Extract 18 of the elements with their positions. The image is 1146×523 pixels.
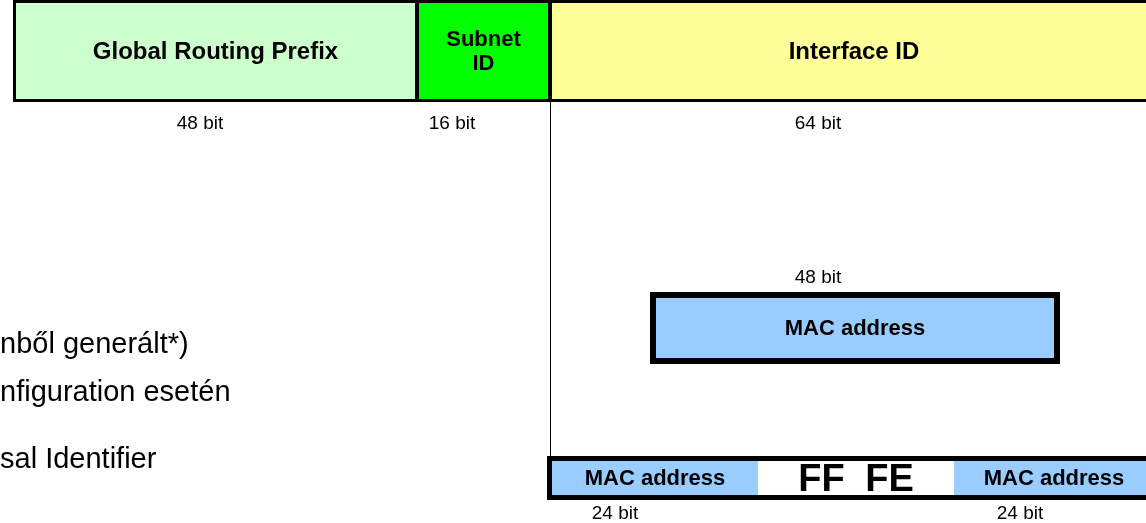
hex-byte: FE	[865, 456, 914, 500]
bit-width-label: 16 bit	[428, 112, 476, 134]
note-text: sal Identifier	[0, 442, 157, 475]
bit-width-label: 24 bit	[591, 502, 639, 523]
bit-width-label: 24 bit	[996, 502, 1044, 523]
note-text: nfiguration esetén	[0, 375, 231, 408]
bit-width-label: 48 bit	[794, 266, 842, 288]
field-box: Interface ID	[549, 0, 1146, 102]
bit-width-label: 48 bit	[176, 112, 224, 134]
field-segment: MAC address	[552, 461, 758, 495]
hex-byte: FF	[798, 456, 845, 500]
field-segment: MAC address	[954, 461, 1146, 495]
field-box: MAC address	[650, 292, 1060, 364]
field-box: Subnet ID	[416, 0, 551, 102]
field-bar	[547, 456, 1146, 500]
bit-width-label: 64 bit	[794, 112, 842, 134]
field-box: Global Routing Prefix	[13, 0, 418, 102]
note-text: nből generált*)	[0, 327, 189, 360]
